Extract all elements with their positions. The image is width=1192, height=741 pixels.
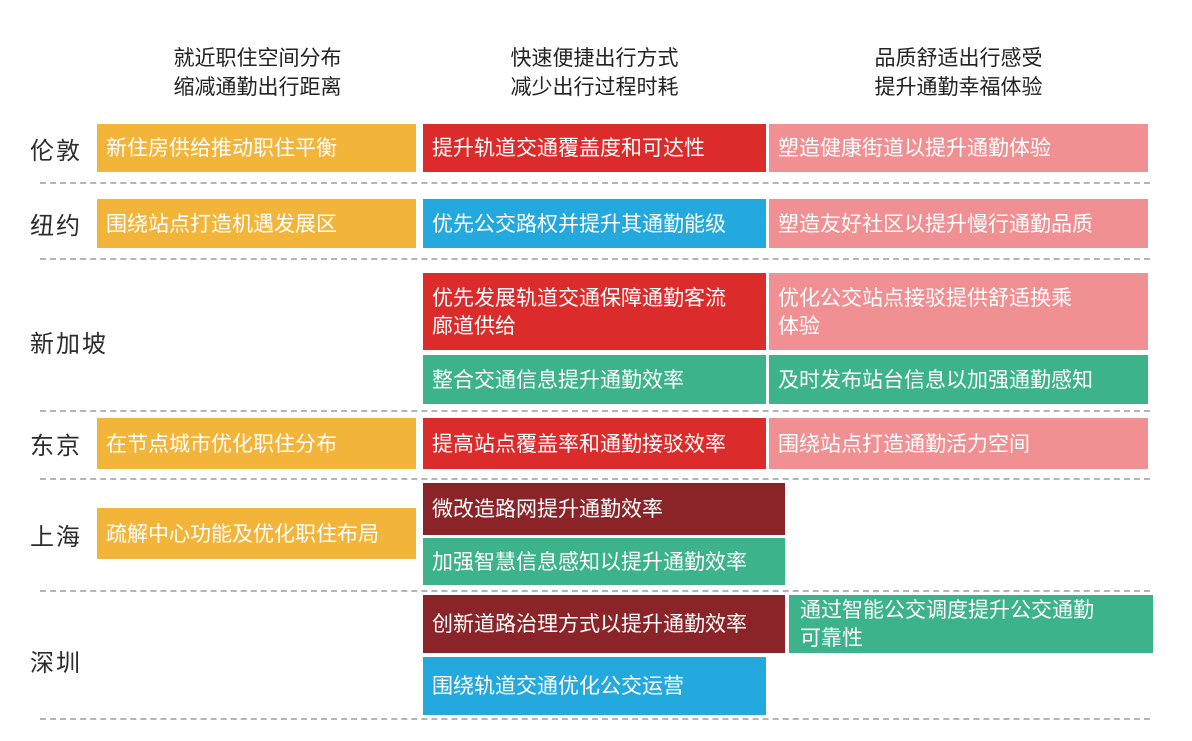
column-header-line-1: 就近职住空间分布	[173, 46, 342, 70]
measure-tokyo-quality: 围绕站点打造通勤活力空间	[769, 418, 1148, 469]
row-divider	[40, 410, 1150, 412]
measure-text-line: 优化公交站点接驳提供舒适换乘	[778, 286, 1072, 310]
row-divider	[40, 258, 1150, 260]
measure-text-line: 廊道供给	[432, 314, 516, 338]
measure-singapore-speed-info: 整合交通信息提升通勤效率	[423, 355, 766, 404]
column-header-line-2: 提升通勤幸福体验	[874, 75, 1043, 99]
row-divider	[40, 718, 1150, 720]
column-header-line-2: 减少出行过程时耗	[510, 75, 679, 99]
measure-text-line: 通过智能公交调度提升公交通勤	[800, 598, 1094, 622]
row-divider	[40, 590, 1150, 592]
measure-london-quality: 塑造健康街道以提升通勤体验	[769, 124, 1148, 172]
measure-text-line: 优先发展轨道交通保障通勤客流	[432, 286, 726, 310]
measure-shenzhen-quality-bus: 通过智能公交调度提升公交通勤 可靠性	[789, 595, 1153, 653]
city-label-shanghai: 上海	[30, 523, 82, 551]
column-header-speed: 快速便捷出行方式 减少出行过程时耗	[423, 44, 766, 102]
measure-newyork-quality: 塑造友好社区以提升慢行通勤品质	[769, 199, 1148, 248]
measure-newyork-proximity: 围绕站点打造机遇发展区	[97, 199, 416, 248]
measure-shenzhen-speed-road: 创新道路治理方式以提升通勤效率	[423, 595, 785, 653]
measure-shenzhen-speed-transit: 围绕轨道交通优化公交运营	[423, 657, 766, 715]
measure-singapore-quality-transfer: 优化公交站点接驳提供舒适换乘 体验	[769, 273, 1148, 350]
measure-shanghai-speed-network: 微改造路网提升通勤效率	[423, 483, 785, 535]
measure-text-line: 体验	[778, 314, 820, 338]
column-header-quality: 品质舒适出行感受 提升通勤幸福体验	[769, 44, 1148, 102]
row-divider	[40, 478, 1150, 480]
column-header-proximity: 就近职住空间分布 缩减通勤出行距离	[100, 44, 415, 102]
column-header-line-1: 快速便捷出行方式	[510, 46, 679, 70]
measure-london-proximity: 新住房供给推动职住平衡	[97, 124, 416, 172]
measure-singapore-quality-info: 及时发布站台信息以加强通勤感知	[769, 355, 1148, 404]
city-label-singapore: 新加坡	[30, 330, 108, 358]
city-label-shenzhen: 深圳	[30, 649, 82, 677]
city-label-tokyo: 东京	[30, 432, 82, 460]
measure-singapore-speed-corridor: 优先发展轨道交通保障通勤客流 廊道供给	[423, 273, 766, 350]
measure-london-speed: 提升轨道交通覆盖度和可达性	[423, 124, 766, 172]
measure-text-line: 可靠性	[800, 626, 863, 650]
measure-shanghai-proximity: 疏解中心功能及优化职住布局	[97, 508, 416, 559]
city-label-london: 伦敦	[30, 137, 82, 165]
city-label-newyork: 纽约	[30, 212, 82, 240]
measure-tokyo-speed: 提高站点覆盖率和通勤接驳效率	[423, 418, 766, 469]
column-header-line-1: 品质舒适出行感受	[874, 46, 1043, 70]
measure-shanghai-speed-info: 加强智慧信息感知以提升通勤效率	[423, 538, 785, 585]
measure-tokyo-proximity: 在节点城市优化职住分布	[97, 418, 416, 469]
column-header-line-2: 缩减通勤出行距离	[173, 75, 342, 99]
measure-newyork-speed: 优先公交路权并提升其通勤能级	[423, 199, 766, 248]
row-divider	[40, 182, 1150, 184]
